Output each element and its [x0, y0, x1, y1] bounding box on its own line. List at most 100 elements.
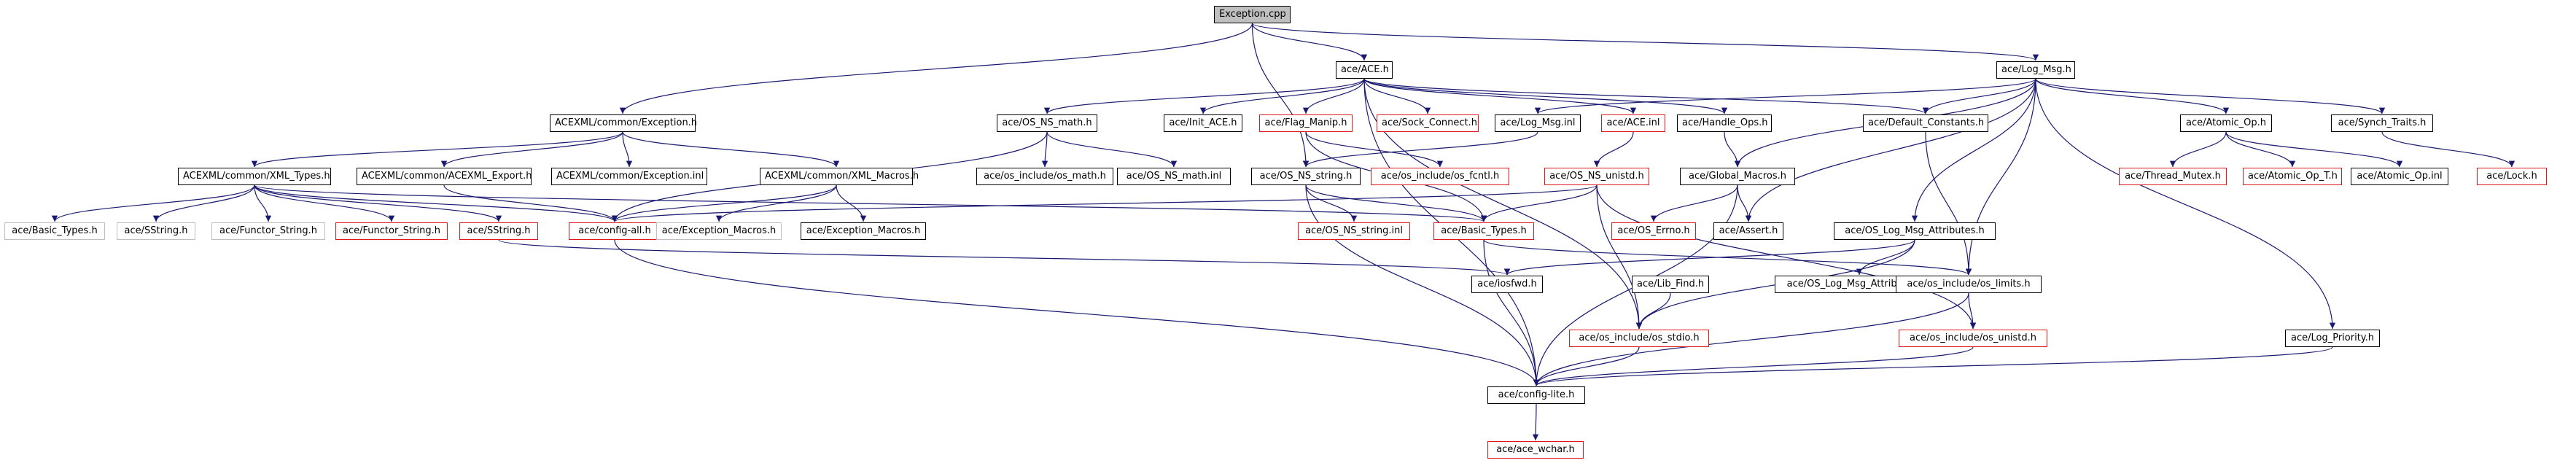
node-lib-find-h[interactable]: ace/Lib_Find.h: [1632, 276, 1709, 293]
edge-xml-types-h-to-basic-types-h-missing: [51, 184, 255, 222]
node-sock-connect-h[interactable]: ace/Sock_Connect.h: [1377, 114, 1479, 132]
edge-log-msg-h-to-synch-traits-h: [2035, 78, 2386, 114]
edge-os-limits-h-to-config-lite-h: [1533, 292, 1969, 386]
node-flag-manip-h[interactable]: ace/Flag_Manip.h: [1259, 114, 1353, 132]
node-os-math-h[interactable]: ace/os_include/os_math.h: [976, 168, 1113, 185]
edge-exception-cpp-to-log-msg-h: [1251, 23, 2039, 61]
node-global-macros-h[interactable]: ace/Global_Macros.h: [1680, 168, 1795, 185]
node-init-ace-h[interactable]: ace/Init_ACE.h: [1164, 114, 1242, 132]
edge-ace-h-to-ace-inl: [1363, 78, 1637, 114]
node-log-msg-inl[interactable]: ace/Log_Msg.inl: [1495, 114, 1581, 132]
node-atomic-op-h[interactable]: ace/Atomic_Op.h: [2180, 114, 2272, 132]
edge-log-msg-h-to-default-constants-h: [1922, 78, 2036, 114]
node-os-ns-math-inl[interactable]: ace/OS_NS_math.inl: [1117, 168, 1231, 185]
edge-log-msg-h-to-os-limits-h: [1965, 78, 2036, 276]
edge-log-msg-inl-to-os-ns-string-h: [1302, 131, 1538, 168]
node-config-all-h[interactable]: ace/config-all.h: [569, 222, 661, 240]
edge-log-priority-h-to-config-lite-h: [1533, 346, 2333, 386]
node-os-unistd-h[interactable]: ace/os_include/os_unistd.h: [1899, 330, 2047, 347]
node-iosfwd-h[interactable]: ace/iosfwd.h: [1471, 276, 1543, 293]
node-os-ns-string-h[interactable]: ace/OS_NS_string.h: [1251, 168, 1361, 185]
edge-xml-types-h-to-sstring-h-missing: [152, 184, 255, 222]
node-handle-ops-h[interactable]: ace/Handle_Ops.h: [1677, 114, 1772, 132]
edge-global-macros-h-to-assert-h: [1737, 184, 1752, 222]
edge-os-limits-h-to-os-unistd-h: [1968, 292, 1977, 330]
node-exception-cpp: Exception.cpp: [1214, 6, 1291, 23]
edge-acexml-exception-h-to-acexml-export-h: [440, 131, 623, 168]
edge-exception-cpp-to-os-ns-string-h: [1251, 23, 1310, 168]
node-functor-string-h-undocumented: ace/Functor_String.h: [211, 222, 325, 240]
edge-xml-types-h-to-functor-string-h: [254, 184, 395, 222]
edge-atomic-op-h-to-atomic-op-t-h: [2225, 131, 2296, 168]
edge-log-msg-h-to-assert-h: [1745, 78, 2036, 222]
node-acexml-export-h[interactable]: ACEXML/common/ACEXML_Export.h: [357, 168, 532, 185]
node-ace-inl[interactable]: ace/ACE.inl: [1601, 114, 1665, 132]
edge-xml-macros-h-to-exception-macros-h: [836, 184, 867, 222]
edge-os-ns-math-h-to-os-math-h: [1041, 131, 1048, 168]
node-atomic-op-inl[interactable]: ace/Atomic_Op.inl: [2351, 168, 2448, 185]
node-os-ns-string-inl[interactable]: ace/OS_NS_string.inl: [1298, 222, 1410, 240]
node-sstring-h[interactable]: ace/SString.h: [459, 222, 538, 240]
node-os-ns-unistd-h[interactable]: ace/OS_NS_unistd.h: [1544, 168, 1649, 185]
edge-os-log-msg-attributes-h-to-os-log-msg-attributes-inl: [1856, 239, 1915, 276]
edge-os-ns-unistd-h-to-os-stdio-h: [1596, 184, 1643, 330]
edge-basic-types-h-to-os-limits-h: [1483, 239, 1972, 276]
node-os-log-msg-attributes-h[interactable]: ace/OS_Log_Msg_Attributes.h: [1834, 222, 1996, 240]
node-ace-h[interactable]: ace/ACE.h: [1336, 61, 1393, 79]
edge-log-msg-h-to-os-log-msg-attributes-h: [1911, 78, 2036, 222]
edge-ace-h-to-os-ns-math-h: [1043, 78, 1365, 114]
node-os-limits-h[interactable]: ace/os_include/os_limits.h: [1896, 276, 2042, 293]
edge-global-macros-h-to-os-errno-h: [1650, 184, 1738, 222]
node-os-errno-h[interactable]: ace/OS_Errno.h: [1611, 222, 1696, 240]
edge-acexml-exception-h-to-xml-types-h: [251, 131, 623, 168]
node-thread-mutex-h[interactable]: ace/Thread_Mutex.h: [2119, 168, 2227, 185]
node-acexml-exception-h[interactable]: ACEXML/common/Exception.h: [550, 114, 697, 132]
edge-basic-types-h-to-config-lite-h: [1483, 239, 1540, 386]
node-lock-h[interactable]: ace/Lock.h: [2477, 168, 2547, 185]
edge-log-msg-h-to-atomic-op-h: [2035, 78, 2230, 114]
edge-config-all-h-to-config-lite-h: [614, 239, 1540, 386]
edge-xml-types-h-to-basic-types-h: [254, 184, 1487, 222]
edge-acexml-export-h-to-config-all-h: [443, 184, 618, 222]
node-xml-types-h[interactable]: ACEXML/common/XML_Types.h: [178, 168, 331, 185]
edge-ace-h-to-handle-ops-h: [1363, 78, 1728, 114]
edge-xml-macros-h-to-config-all-h: [611, 184, 837, 222]
edge-synch-traits-h-to-lock-h: [2381, 131, 2515, 168]
edge-sstring-h-to-iosfwd-h: [498, 239, 1510, 276]
node-basic-types-h[interactable]: ace/Basic_Types.h: [1433, 222, 1534, 240]
node-log-priority-h[interactable]: ace/Log_Priority.h: [2285, 330, 2380, 347]
edge-os-ns-string-h-to-basic-types-h: [1305, 184, 1487, 222]
edge-lib-find-h-to-os-stdio-h: [1635, 292, 1671, 330]
edge-ace-inl-to-os-ns-unistd-h: [1593, 131, 1634, 168]
edge-acexml-exception-h-to-acexml-exception-inl: [622, 131, 633, 168]
edge-atomic-op-h-to-thread-mutex-h: [2169, 131, 2227, 168]
edge-log-msg-h-to-log-priority-h: [2035, 78, 2336, 330]
node-xml-macros-h[interactable]: ACEXML/common/XML_Macros.h: [760, 168, 919, 185]
edge-log-msg-h-to-log-msg-inl: [1535, 78, 2036, 114]
node-atomic-op-t-h[interactable]: ace/Atomic_Op_T.h: [2243, 168, 2342, 185]
node-assert-h[interactable]: ace/Assert.h: [1713, 222, 1783, 240]
edge-os-ns-string-h-to-os-ns-string-inl: [1305, 184, 1358, 222]
edge-os-ns-math-h-to-os-ns-math-inl: [1046, 131, 1178, 168]
node-log-msg-h[interactable]: ace/Log_Msg.h: [1996, 61, 2075, 79]
node-exception-macros-h-undocumented: ace/Exception_Macros.h: [656, 222, 782, 240]
node-os-fcntl-h[interactable]: ace/os_include/os_fcntl.h: [1371, 168, 1509, 185]
edge-exception-cpp-to-acexml-exception-h: [619, 23, 1253, 114]
node-ace-wchar-h[interactable]: ace/ace_wchar.h: [1487, 441, 1584, 459]
edge-os-log-msg-attributes-h-to-iosfwd-h: [1504, 239, 1915, 276]
node-exception-macros-h[interactable]: ace/Exception_Macros.h: [801, 222, 926, 240]
node-basic-types-h-undocumented: ace/Basic_Types.h: [4, 222, 105, 240]
node-default-constants-h[interactable]: ace/Default_Constants.h: [1863, 114, 1988, 132]
node-config-lite-h[interactable]: ace/config-lite.h: [1487, 386, 1585, 404]
edge-xml-types-h-to-sstring-h: [254, 184, 502, 222]
node-functor-string-h[interactable]: ace/Functor_String.h: [335, 222, 448, 240]
edge-ace-h-to-init-ace-h: [1199, 78, 1365, 114]
node-acexml-exception-inl[interactable]: ACEXML/common/Exception.inl: [551, 168, 707, 185]
node-os-stdio-h[interactable]: ace/os_include/os_stdio.h: [1569, 330, 1709, 347]
node-synch-traits-h[interactable]: ace/Synch_Traits.h: [2331, 114, 2433, 132]
edge-os-ns-string-h-to-config-lite-h: [1305, 184, 1540, 386]
edge-os-ns-unistd-h-to-config-all-h: [612, 184, 1598, 222]
edge-os-stdio-h-to-config-lite-h: [1533, 346, 1640, 386]
node-os-ns-math-h[interactable]: ace/OS_NS_math.h: [997, 114, 1097, 132]
